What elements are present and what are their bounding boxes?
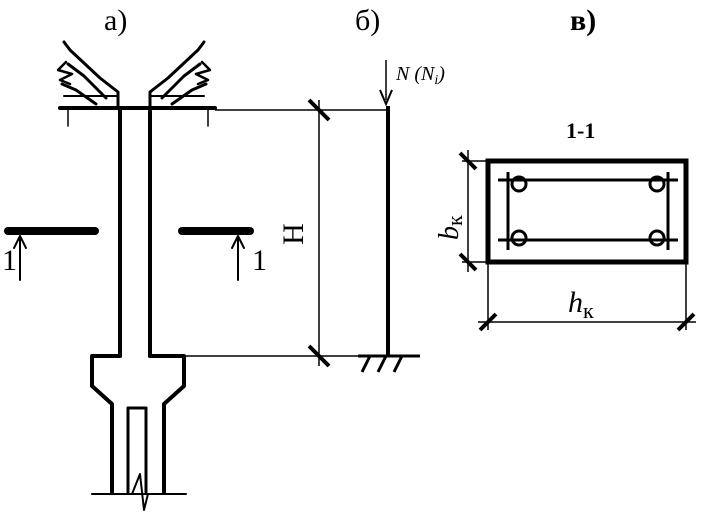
panel-label-a: а) bbox=[104, 4, 127, 37]
rebar bbox=[510, 175, 528, 193]
section-title: 1-1 bbox=[566, 118, 595, 143]
column-footing bbox=[90, 354, 187, 511]
section-mark-left: 1 bbox=[2, 244, 17, 277]
cross-section bbox=[458, 150, 696, 332]
dim-b-label: bк bbox=[434, 215, 467, 240]
stirrup bbox=[506, 178, 670, 242]
section-mark-right: 1 bbox=[252, 244, 267, 277]
rebar bbox=[510, 229, 528, 247]
section-outline bbox=[485, 158, 689, 265]
height-dimension bbox=[186, 98, 386, 368]
rebar bbox=[648, 229, 666, 247]
height-label: H bbox=[277, 223, 310, 245]
column-shaft bbox=[118, 108, 152, 358]
section-cut-marks bbox=[4, 227, 254, 281]
column-capital bbox=[56, 40, 217, 127]
load-label: N (Ni) bbox=[395, 63, 445, 88]
rebar bbox=[648, 175, 666, 193]
dim-h-label: hк bbox=[568, 286, 594, 323]
design-scheme bbox=[358, 60, 420, 373]
panel-label-c: в) bbox=[570, 4, 596, 37]
column-elevation bbox=[4, 40, 254, 511]
panel-label-b: б) bbox=[355, 4, 380, 37]
